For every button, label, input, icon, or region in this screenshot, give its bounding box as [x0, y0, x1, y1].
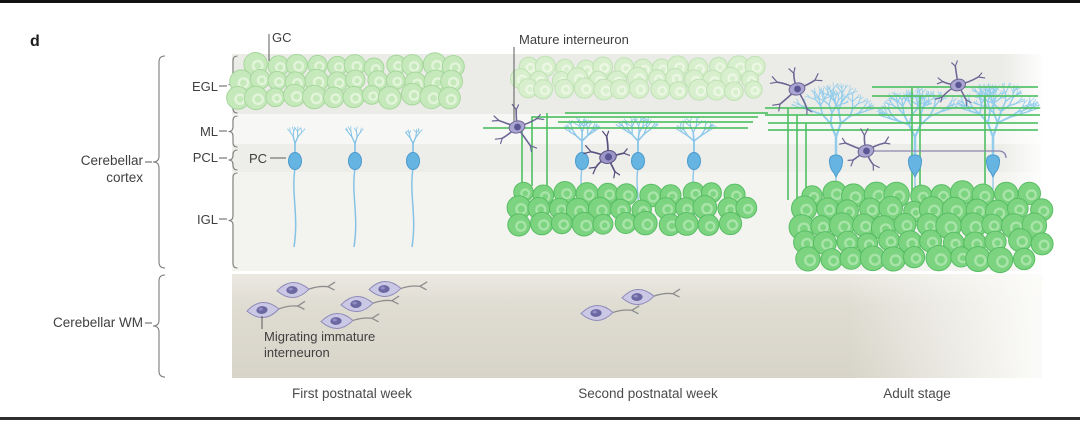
cortex-bracket: [152, 55, 166, 269]
callout-granule-cell: GC: [272, 30, 292, 45]
igl-bracket: [228, 172, 238, 269]
interneuron-axon: [874, 150, 1007, 159]
igl-cells-p2: [506, 181, 758, 237]
stage-label-second-postnatal-week: Second postnatal week: [578, 386, 718, 401]
callout-mature-interneuron: Mature interneuron: [519, 32, 629, 47]
layer-label-ml: ML: [199, 124, 218, 139]
purkinje-dendrites-infant: [345, 125, 364, 153]
callout-purkinje-cell: PC: [248, 151, 267, 166]
region-label-cerebellar-wm: Cerebellar WM: [52, 315, 143, 330]
migrating-interneuron: [580, 305, 640, 321]
purkinje-dendrites-adult: [791, 82, 875, 156]
purkinje-soma: [985, 154, 1001, 179]
migrating-interneuron: [621, 288, 681, 305]
purkinje-soma: [828, 154, 844, 179]
migrating-interneuron: [246, 300, 306, 319]
panel-letter: d: [30, 33, 40, 50]
purkinje-dendrites-infant: [287, 126, 306, 153]
layer-label-egl: EGL: [191, 79, 218, 94]
stage-label-first-postnatal-week: First postnatal week: [291, 386, 413, 401]
purkinje-axon: [353, 167, 357, 248]
purkinje-dendrites-infant: [404, 127, 423, 153]
purkinje-soma: [348, 152, 362, 170]
wm-bracket: [152, 274, 166, 378]
migrating-interneuron: [276, 281, 336, 298]
egl-bracket: [228, 55, 238, 114]
egl-cells-p2: [510, 55, 766, 101]
mature-interneuron: [769, 67, 823, 115]
migrating-interneuron: [368, 281, 428, 297]
purkinje-soma: [907, 154, 923, 179]
layer-label-igl: IGL: [197, 212, 218, 227]
purkinje-axon: [411, 167, 415, 248]
ml-bracket: [228, 115, 238, 148]
purkinje-soma: [575, 152, 589, 170]
egl-cells-p1: [226, 51, 465, 111]
purkinje-dendrites-young: [615, 116, 659, 153]
migrating-interneuron: [320, 313, 380, 329]
mature-interneuron: [583, 130, 631, 179]
purkinje-dendrites-adult: [954, 82, 1042, 156]
stage-label-adult: Adult stage: [883, 386, 951, 401]
migrating-interneuron: [340, 295, 400, 312]
top-border: [0, 0, 1080, 3]
purkinje-dendrites-young: [562, 116, 601, 153]
purkinje-axon: [293, 167, 297, 248]
layer-label-pcl: PCL: [192, 150, 218, 165]
purkinje-soma: [406, 152, 420, 170]
mature-interneuron: [491, 103, 545, 153]
purkinje-soma: [288, 152, 302, 170]
callout-migrating-interneuron: Migrating immature interneuron: [264, 329, 376, 360]
mature-interneuron: [839, 128, 891, 171]
purkinje-soma: [687, 152, 701, 170]
mature-interneuron: [934, 60, 986, 107]
pcl-bracket: [228, 149, 238, 171]
parallel-fiber: [531, 116, 758, 186]
region-label-cerebellar-cortex: Cerebellar cortex: [80, 153, 143, 185]
igl-cells-p3: [788, 180, 1054, 274]
purkinje-soma: [631, 152, 645, 170]
bottom-border: [0, 417, 1080, 420]
